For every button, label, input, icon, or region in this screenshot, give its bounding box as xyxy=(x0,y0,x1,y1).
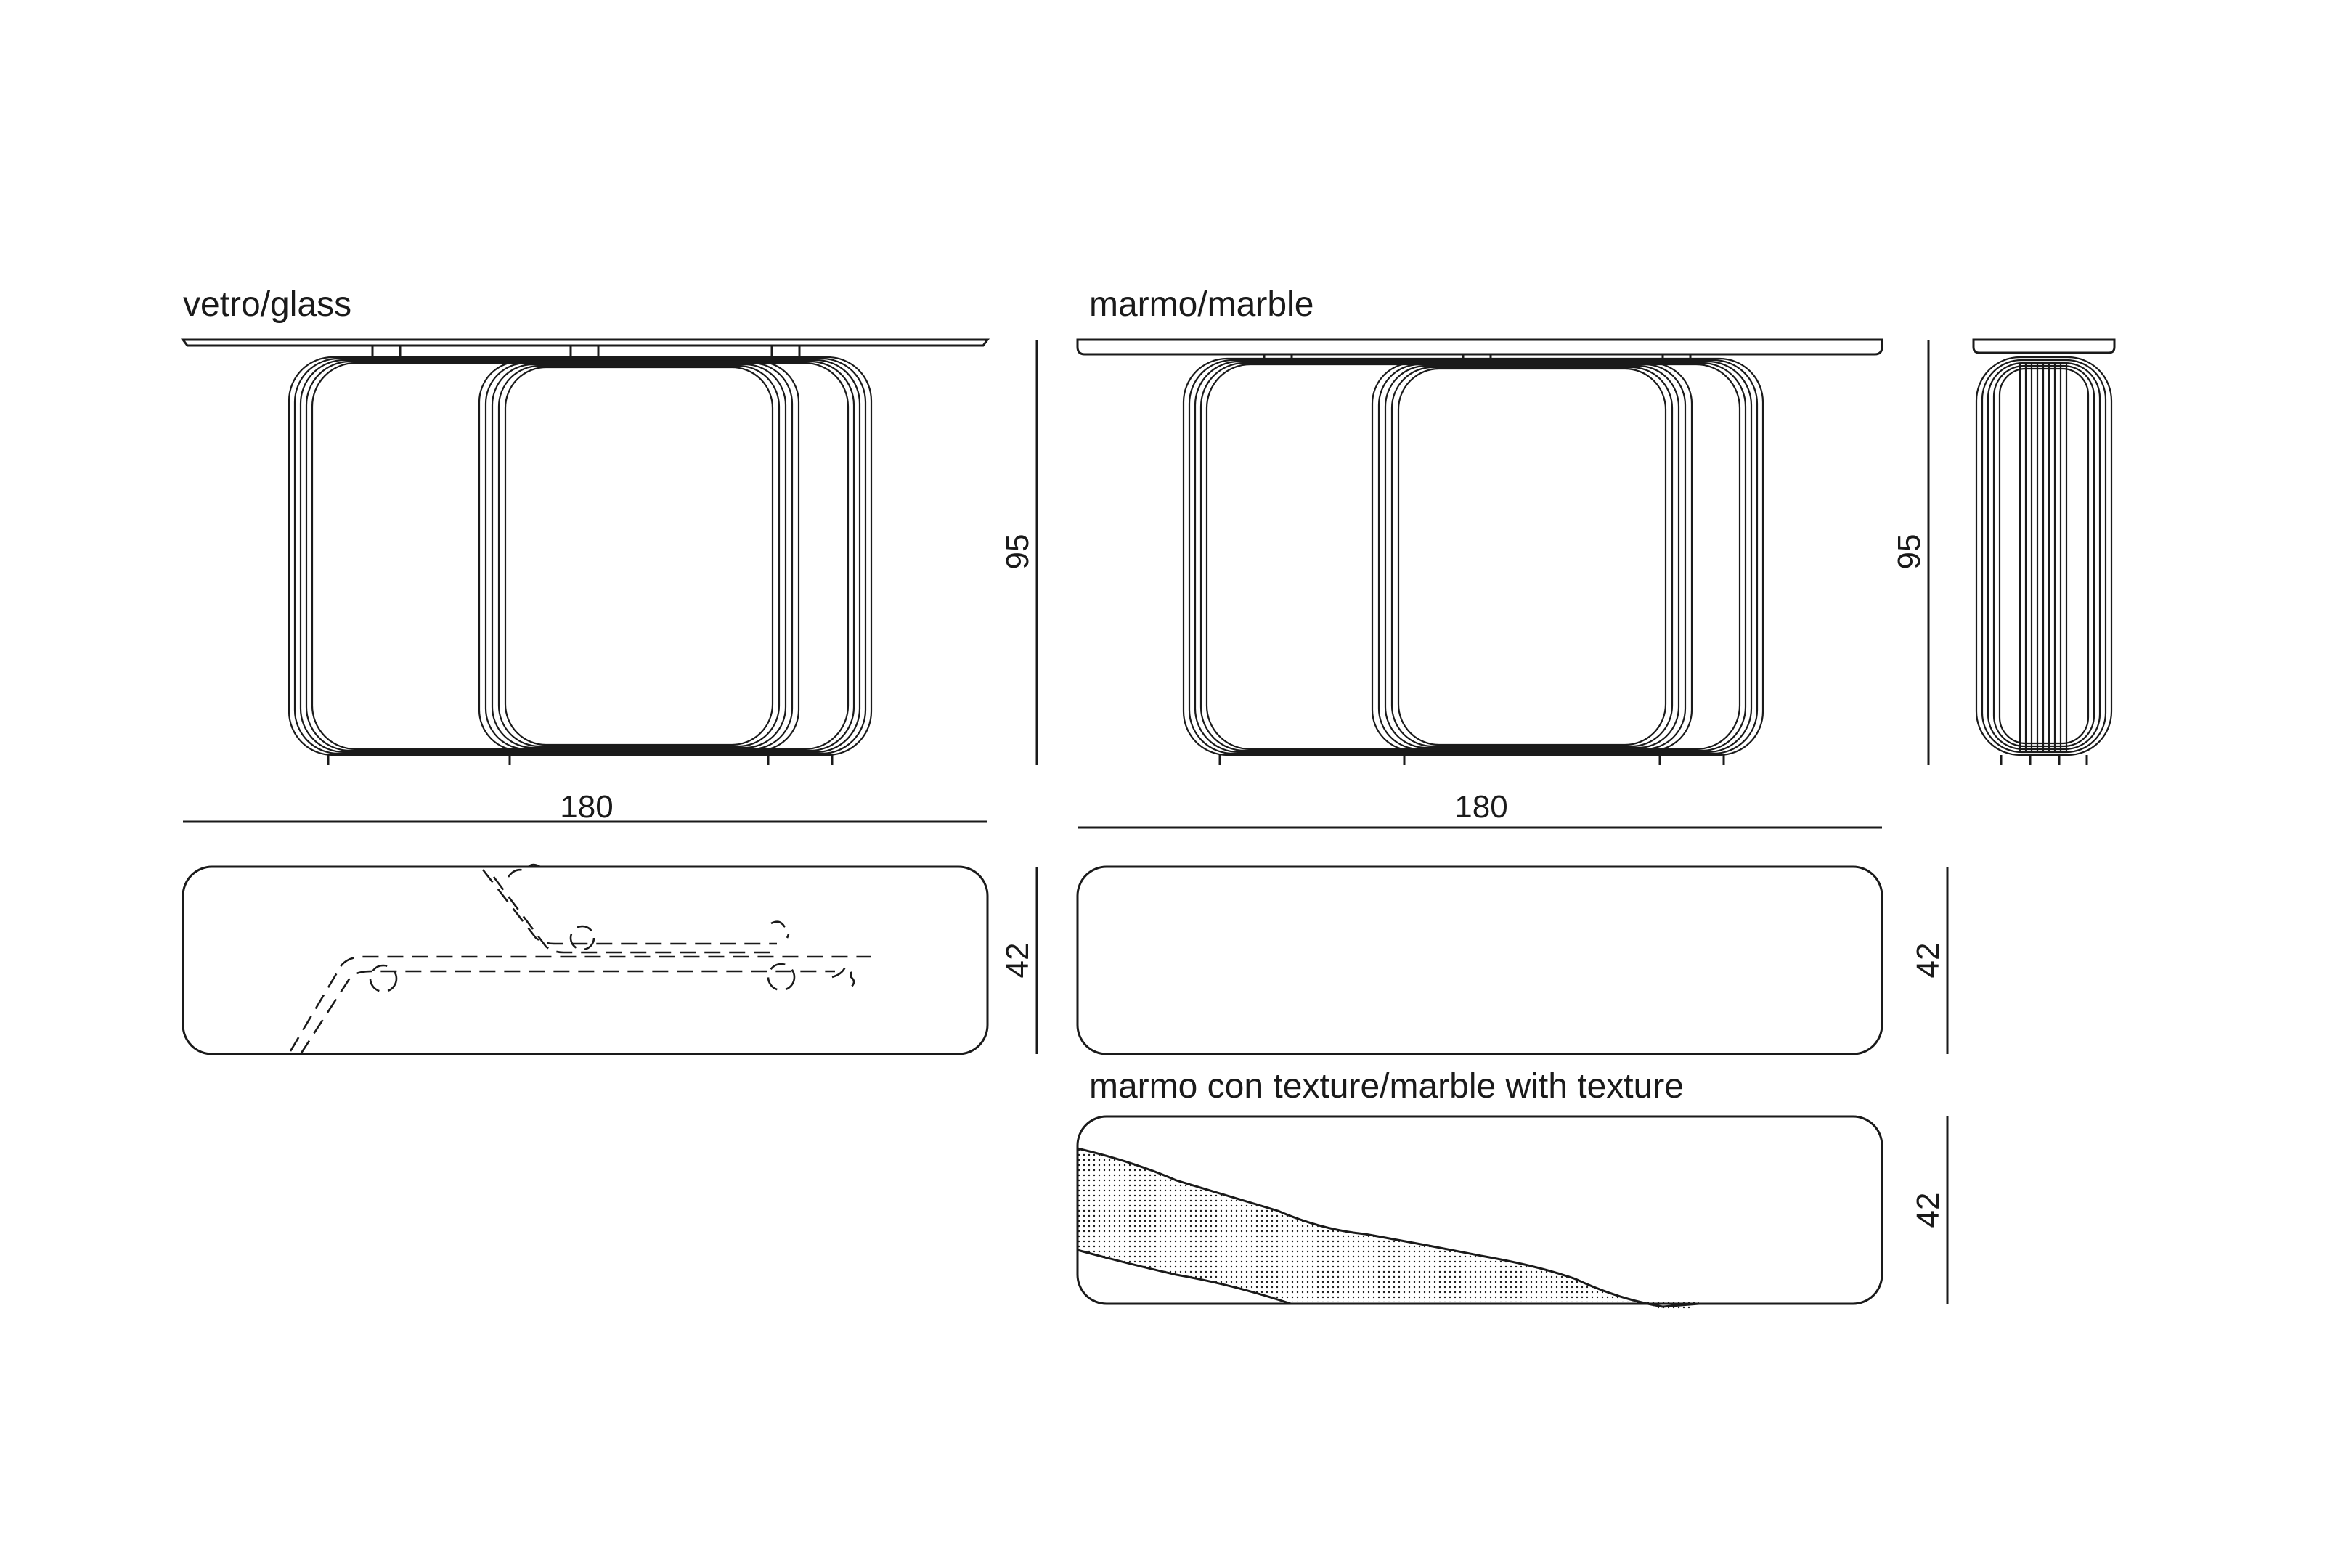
marble-front-elevation xyxy=(1076,338,1883,765)
frame-ring xyxy=(1199,362,1747,752)
marble-plan-view xyxy=(1076,865,1883,1055)
frame-ring xyxy=(1182,357,1764,756)
frame-ring xyxy=(288,356,873,756)
frame-ring xyxy=(1384,364,1680,749)
glass-width-label: 180 xyxy=(560,789,613,825)
frame-ring xyxy=(1188,359,1759,755)
textured-marble-plan-view xyxy=(1076,1115,1883,1312)
texture-depth-label: 42 xyxy=(1910,1193,1946,1228)
frame-ring xyxy=(504,366,774,746)
side-frame-ring xyxy=(1975,356,2113,756)
frame-ring xyxy=(1377,363,1687,751)
glass-version-title: vetro/glass xyxy=(183,285,351,324)
glass-height-label: 95 xyxy=(1000,534,1035,570)
glass-front-elevation xyxy=(181,338,990,765)
frame-ring xyxy=(1194,360,1753,754)
side-elevation xyxy=(1972,338,2116,765)
marble-width-label: 180 xyxy=(1454,789,1507,825)
frame-ring xyxy=(1390,366,1674,748)
marble-height-label: 95 xyxy=(1891,534,1927,570)
marble-version-title: marmo/marble xyxy=(1089,285,1313,324)
frame-ring xyxy=(299,359,861,754)
frame-ring xyxy=(1397,367,1667,746)
glass-depth-label: 42 xyxy=(1000,943,1035,979)
frame-ring xyxy=(1205,363,1741,751)
marble-depth-label: 42 xyxy=(1910,943,1946,979)
frame-ring xyxy=(497,364,781,748)
glass-plan-view xyxy=(182,863,989,1055)
frame-ring xyxy=(491,363,787,749)
texture-version-title: marmo con texture/marble with texture xyxy=(1089,1067,1684,1106)
frame-ring xyxy=(478,360,800,752)
frame-ring xyxy=(293,357,867,755)
frame-ring xyxy=(1371,362,1693,752)
frame-ring xyxy=(484,362,794,751)
frame-ring xyxy=(311,362,850,751)
